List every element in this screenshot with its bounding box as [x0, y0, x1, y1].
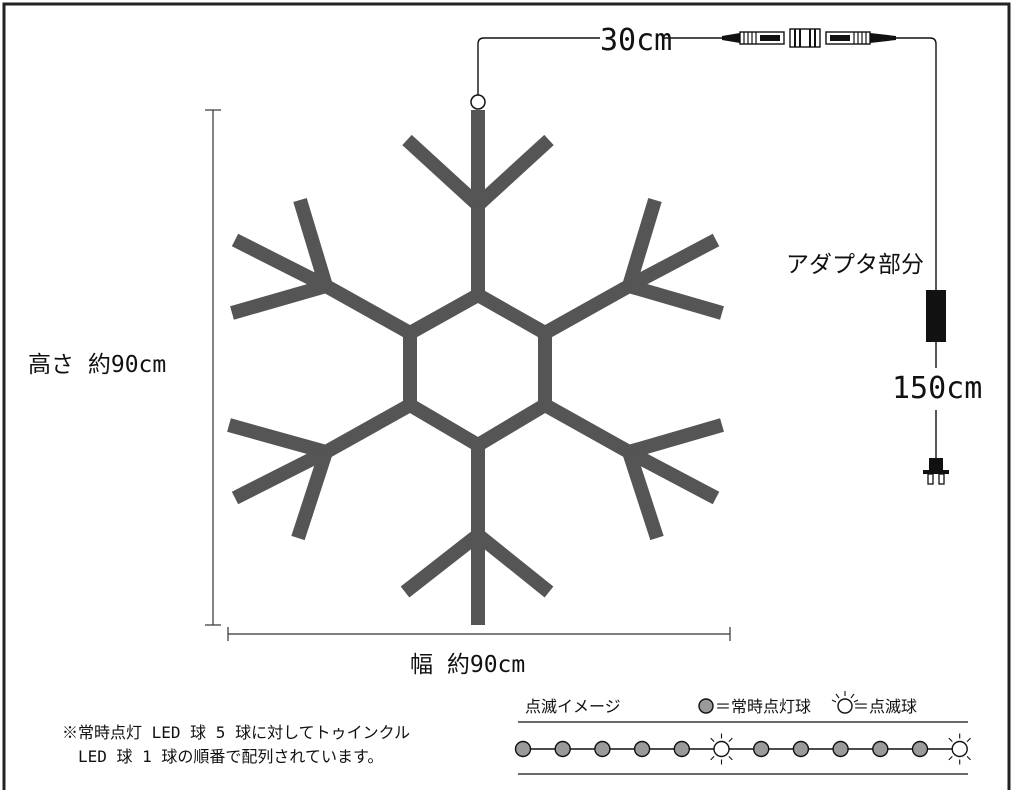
snowflake-branch [625, 445, 720, 505]
steady-bulb [673, 740, 690, 758]
snowflake-arm-lower-left [322, 398, 414, 459]
top-wire-length-label: 30cm [600, 23, 672, 58]
steady-bulb [633, 740, 651, 758]
steady-bulb [554, 740, 571, 758]
snowflake-branch [400, 529, 483, 598]
connector-right-taper [870, 33, 896, 43]
hanging-ring [470, 94, 486, 110]
snowflake-branch [230, 279, 328, 320]
snowflake-hexagon [403, 286, 552, 454]
blink-legend-title: 点滅イメージ [525, 697, 621, 716]
side-wire-length-label: 150cm [892, 371, 982, 406]
twinkle-bulb [710, 733, 733, 765]
snowflake-arm-upper-left [322, 279, 414, 340]
twinkle-bulb-legend-icon [831, 691, 859, 714]
steady-bulb [594, 740, 611, 758]
steady-bulb [832, 740, 849, 758]
width-label: 幅 約90cm [410, 652, 525, 678]
snowflake-branch [622, 449, 664, 541]
snowflake-branch [293, 197, 333, 289]
power-plug-icon [923, 458, 949, 485]
connector-assembly [722, 28, 896, 48]
connector-left-taper [722, 33, 740, 43]
snowflake-branch [625, 233, 720, 293]
note-line-1: ※常時点灯 LED 球 5 球に対してトゥインクル [62, 723, 410, 742]
snowflake-arm-lower-right [541, 398, 633, 459]
height-dimension-line [205, 109, 221, 626]
blink-legend: 点滅イメージ ＝常時点灯球 ＝点滅球 [514, 691, 971, 775]
snowflake-branch [291, 449, 333, 541]
width-dimension-line [227, 627, 731, 641]
snowflake-branch [627, 418, 724, 459]
steady-bulb [792, 740, 810, 758]
adapter-label: アダプタ部分 [786, 252, 924, 278]
steady-bulb [911, 740, 929, 758]
steady-bulb-legend-label: ＝常時点灯球 [715, 697, 811, 716]
steady-bulb [514, 740, 532, 758]
snowflake-arm-upper-right [541, 279, 633, 340]
snowflake-branch [627, 279, 724, 320]
snowflake-branch [622, 197, 662, 289]
power-cord [477, 37, 937, 458]
snowflake-branch [227, 418, 328, 459]
snowflake-branch [473, 134, 554, 211]
snowflake-branch [473, 529, 554, 598]
steady-bulb [753, 740, 770, 758]
snowflake-branch [231, 445, 330, 505]
steady-bulb [872, 740, 889, 758]
adapter-box [926, 290, 946, 342]
snowflake-illustration [227, 94, 724, 625]
twinkle-bulb-legend-label: ＝点滅球 [853, 697, 917, 716]
height-label: 高さ 約90cm [28, 352, 166, 378]
connector-center-body [789, 28, 821, 48]
bulb-chain [514, 733, 971, 765]
twinkle-bulb [948, 733, 971, 765]
steady-bulb-legend-icon [698, 698, 714, 714]
snowflake-branch [231, 233, 330, 293]
snowflake-branch [402, 134, 483, 211]
note-line-2: LED 球 1 球の順番で配列されています。 [78, 747, 383, 766]
